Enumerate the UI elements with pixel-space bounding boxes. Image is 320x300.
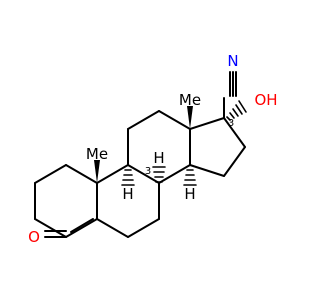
c10-methyl-bond [94,160,100,183]
nitrile-nitrogen-label: N [227,52,238,70]
c17-hydroxyl-bond [226,100,247,121]
ring-a [34,164,98,238]
c13-methyl-bond [187,106,193,129]
c9-hydrogen-bond [121,169,135,186]
c13-methyl-label: Me [179,91,201,109]
c13-isotope-label: 3 [228,118,234,129]
nitrile-group [223,71,237,119]
ring-b [96,164,160,238]
ring-d [189,117,246,177]
c14-hydrogen-label: H [184,185,195,203]
c10-isotope-label: 3 [145,166,151,177]
c10-methyl-label: Me [86,145,108,163]
hydroxyl-label: OH [254,91,277,109]
c8-hydrogen-bond [152,166,166,183]
carbonyl-group [44,230,67,238]
c9-hydrogen-label: H [122,185,133,203]
steroid-structure-diagram: O N OH Me Me H H H 3 3 [28,52,277,246]
c14-hydrogen-bond [183,169,197,186]
carbonyl-oxygen-label: O [28,228,40,246]
c8-hydrogen-label: H [153,149,164,167]
ring-c [127,110,191,184]
